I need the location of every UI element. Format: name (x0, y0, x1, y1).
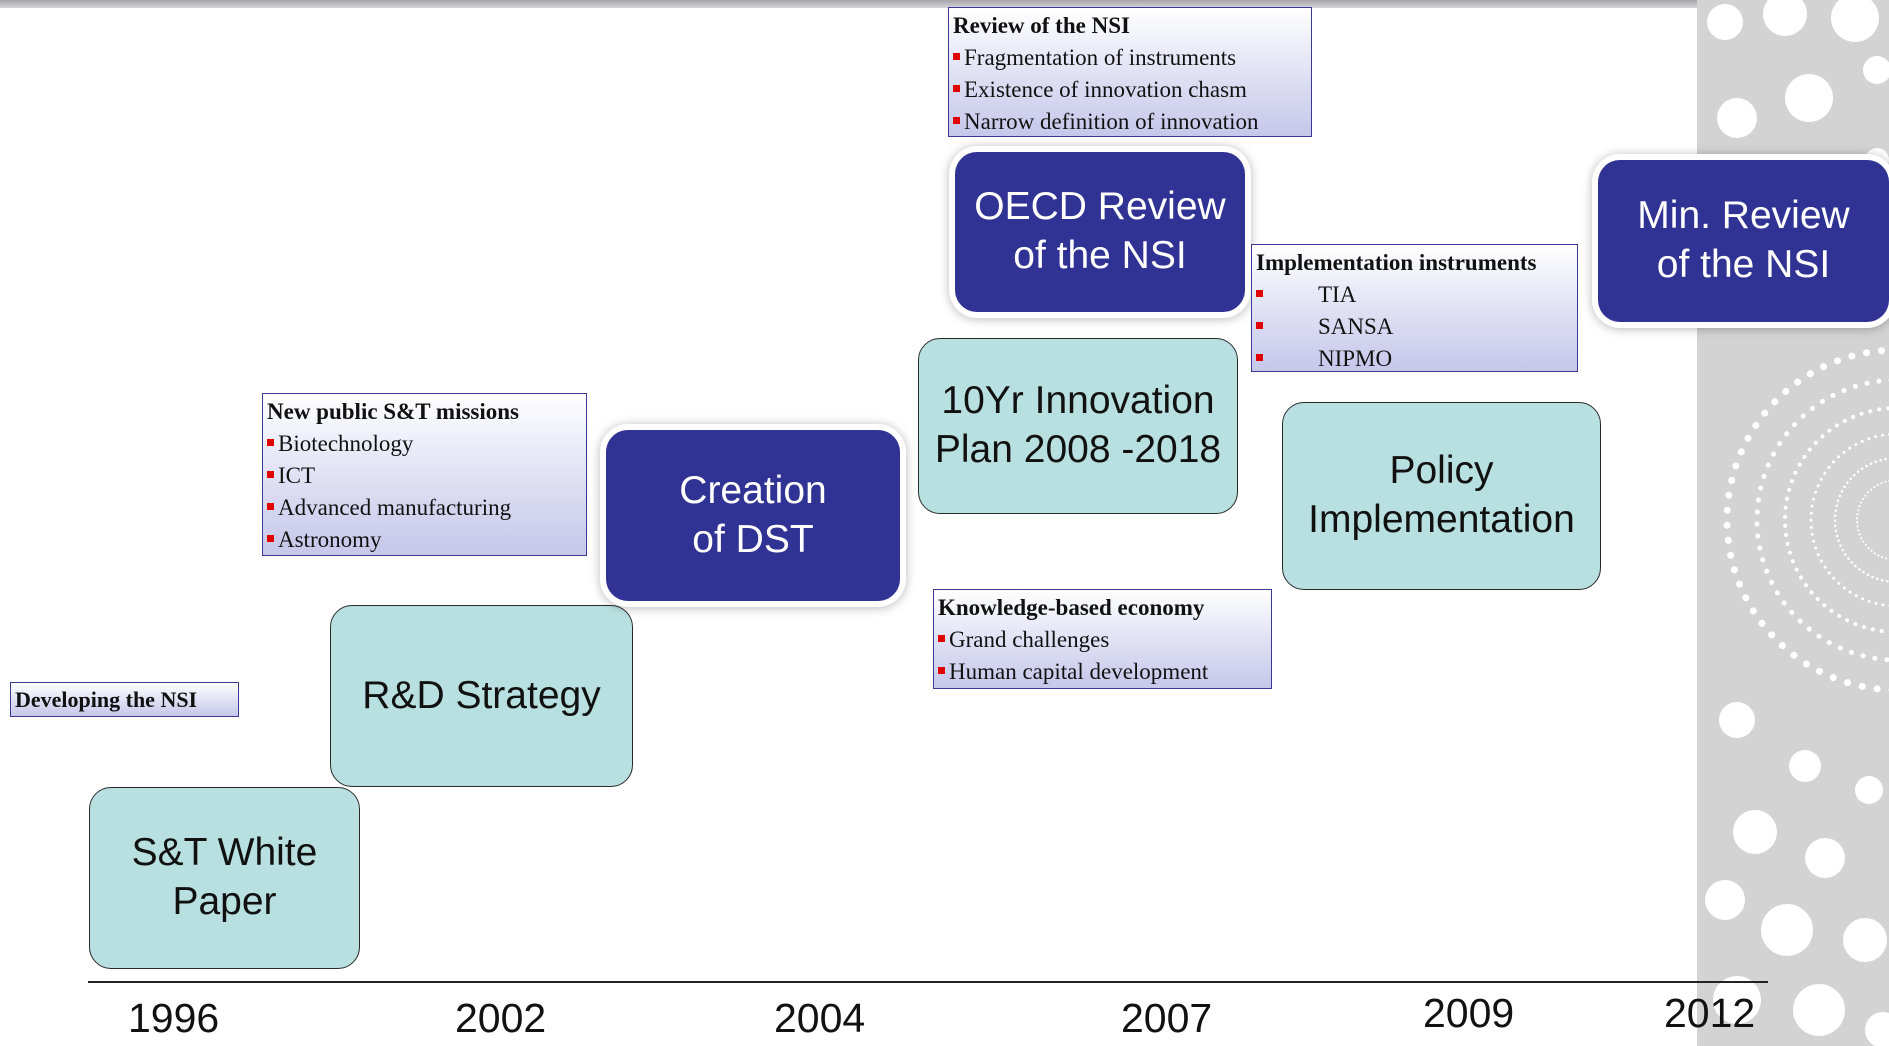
note-list: Biotechnology ICT Advanced manufacturing… (267, 428, 582, 556)
timeline-axis (88, 981, 1768, 983)
note-title: Knowledge-based economy (938, 595, 1205, 620)
list-item: ICT (267, 460, 582, 492)
year-label: 2012 (1664, 990, 1756, 1036)
note-title: Developing the NSI (15, 687, 198, 712)
note-title: Review of the NSI (953, 13, 1130, 38)
list-item: Grand challenges (938, 624, 1267, 656)
note-title: Implementation instruments (1256, 250, 1537, 275)
note-list: TIA SANSA NIPMO (1256, 279, 1573, 375)
list-item: Existence of innovation chasm (953, 74, 1307, 106)
list-item: Biotechnology (267, 428, 582, 460)
year-label: 2004 (774, 995, 866, 1041)
policy-implementation-box: Policy Implementation (1282, 402, 1601, 590)
rd-strategy-box: R&D Strategy (330, 605, 633, 787)
year-label: 1996 (128, 995, 220, 1041)
list-item: SANSA (1256, 311, 1573, 343)
year-label: 2009 (1423, 990, 1515, 1036)
decorative-dot-pattern (1697, 0, 1889, 1046)
creation-of-dst-box: Creation of DST (606, 430, 900, 601)
list-item: TIA (1256, 279, 1573, 311)
review-nsi-note: Review of the NSI Fragmentation of instr… (948, 7, 1312, 137)
new-missions-note: New public S&T missions Biotechnology IC… (262, 393, 587, 556)
oecd-review-box: OECD Review of the NSI (955, 152, 1245, 312)
list-item: Narrow definition of innovation (953, 106, 1307, 138)
note-list: Fragmentation of instruments Existence o… (953, 42, 1307, 138)
min-review-box: Min. Review of the NSI (1598, 160, 1889, 322)
note-list: Grand challenges Human capital developme… (938, 624, 1267, 688)
implementation-instruments-note: Implementation instruments TIA SANSA NIP… (1251, 244, 1578, 372)
knowledge-economy-note: Knowledge-based economy Grand challenges… (933, 589, 1272, 689)
list-item: NIPMO (1256, 343, 1573, 375)
year-label: 2002 (455, 995, 547, 1041)
list-item: Advanced manufacturing (267, 492, 582, 524)
list-item: Human capital development (938, 656, 1267, 688)
st-white-paper-box: S&T White Paper (89, 787, 360, 969)
note-title: New public S&T missions (267, 399, 520, 424)
developing-nsi-note: Developing the NSI (10, 682, 239, 717)
list-item: Astronomy (267, 524, 582, 556)
innovation-plan-box: 10Yr Innovation Plan 2008 -2018 (918, 338, 1238, 514)
list-item: Fragmentation of instruments (953, 42, 1307, 74)
year-label: 2007 (1121, 995, 1213, 1041)
top-bar (0, 0, 1889, 8)
